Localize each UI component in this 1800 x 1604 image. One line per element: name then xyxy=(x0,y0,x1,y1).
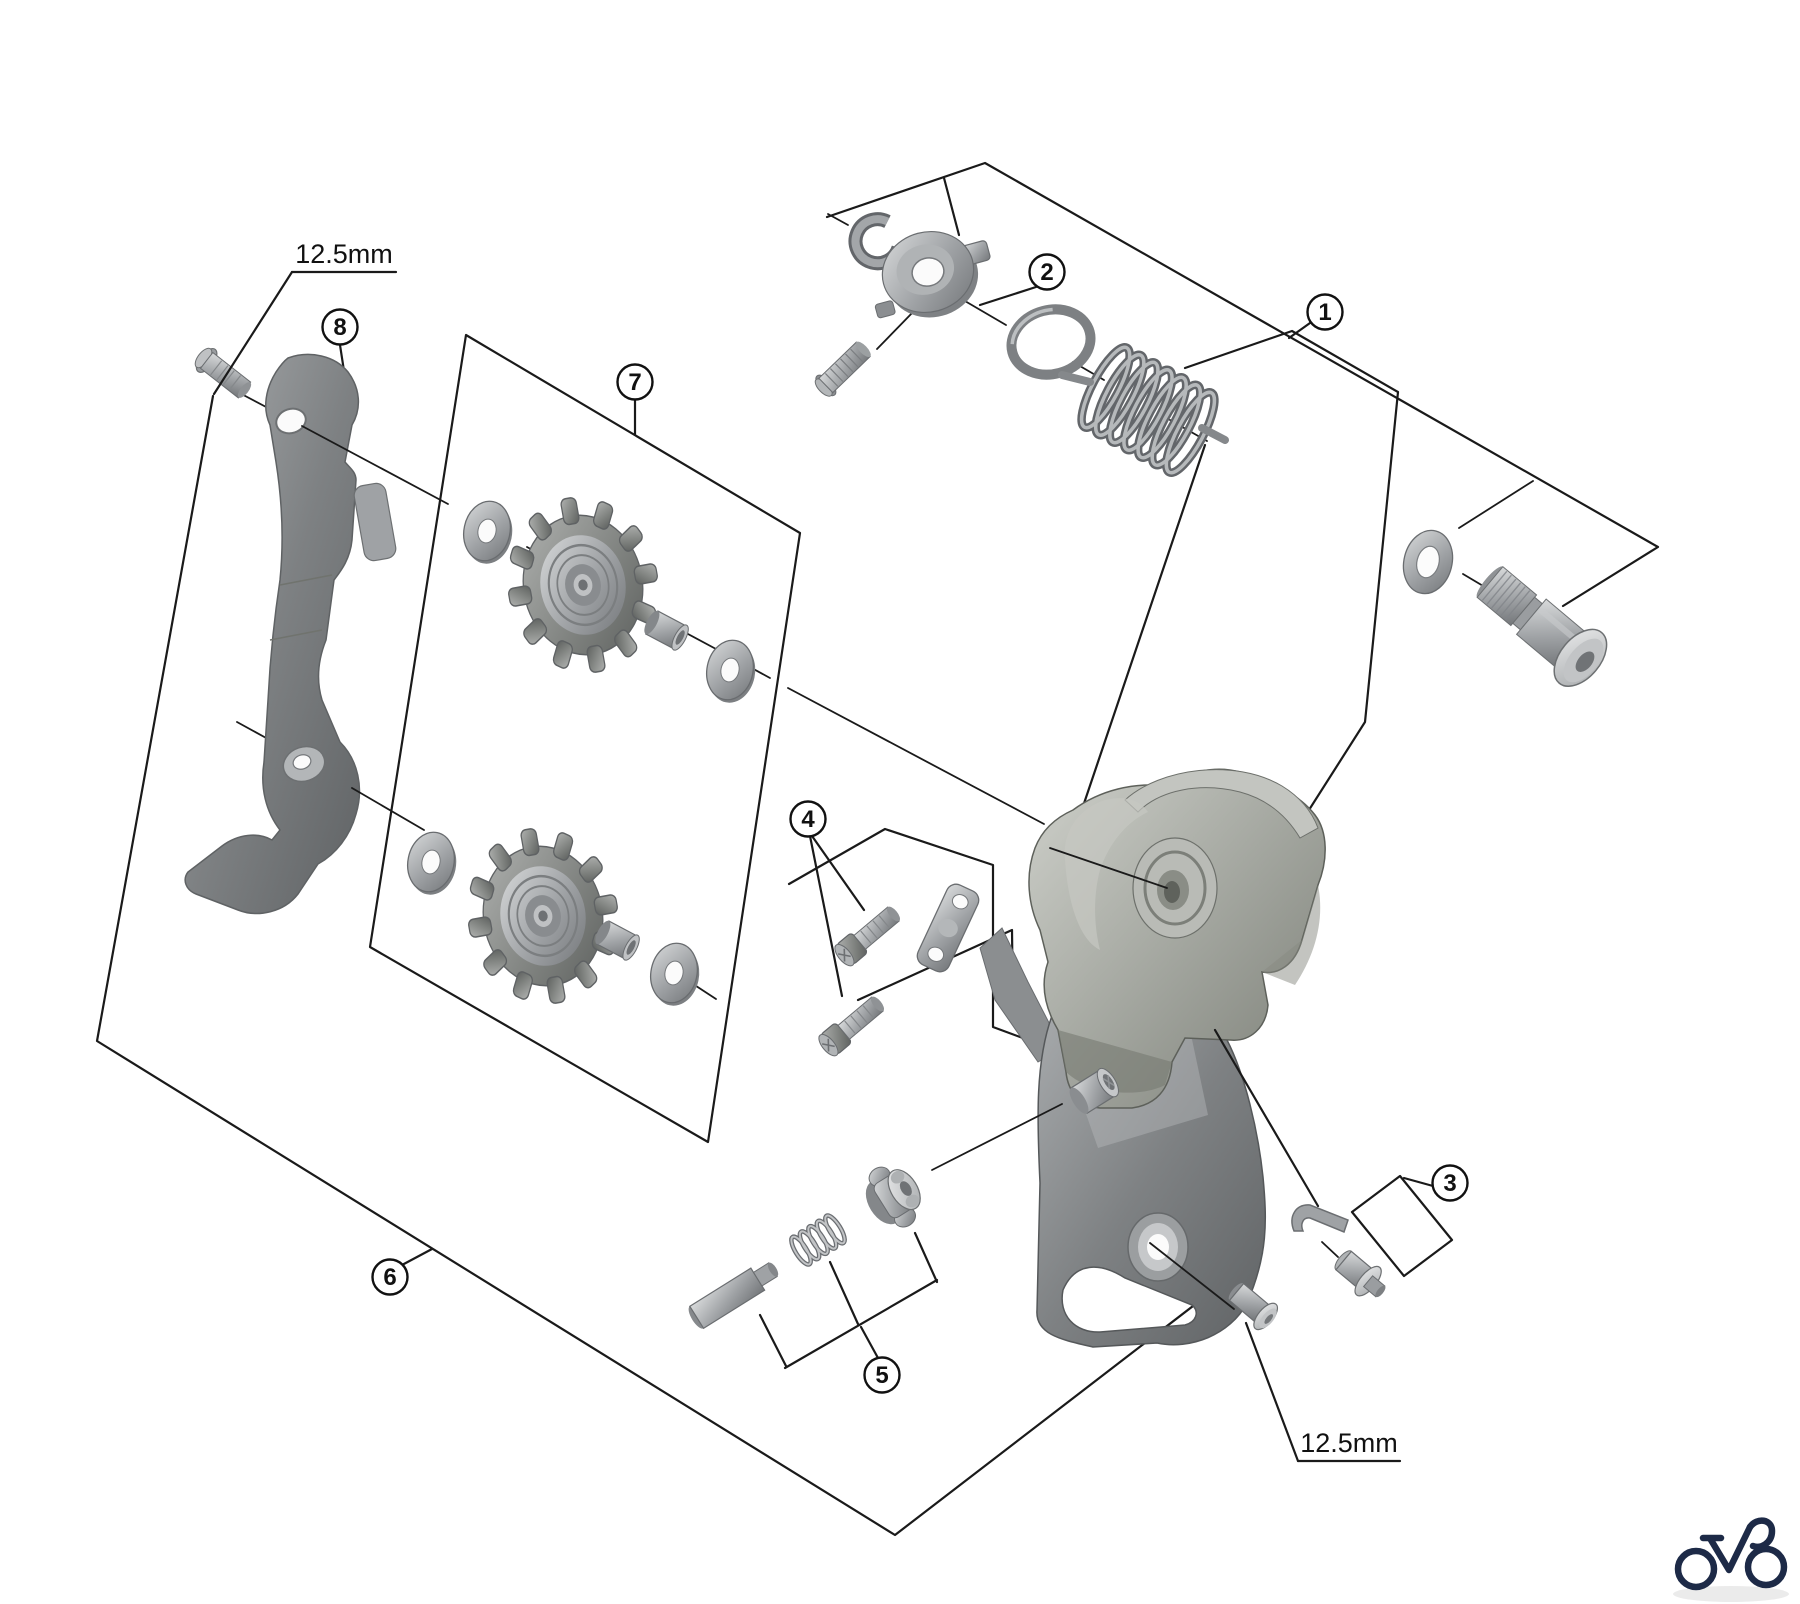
dimension-text: 12.5mm xyxy=(1300,1428,1398,1458)
callout-2: 2 xyxy=(1028,253,1066,291)
logo-frame xyxy=(1707,1523,1754,1574)
inner-cage-plate xyxy=(184,353,397,915)
pulley-bushing-lower xyxy=(595,920,640,961)
callout3-leader xyxy=(1402,1176,1435,1188)
group7-box xyxy=(368,333,802,1144)
logo-handlebar xyxy=(1746,1517,1776,1550)
pulley-washer xyxy=(644,938,706,1011)
cage-pivot-bushing xyxy=(1069,1067,1119,1115)
callout-7: 7 xyxy=(616,363,654,401)
callout-number: 6 xyxy=(383,1264,396,1291)
callout5-leader xyxy=(859,1325,880,1360)
group12-bracket xyxy=(1183,329,1400,925)
dimension-label-bottom-right: 12.5mm xyxy=(1244,1321,1402,1463)
b-tension-spring xyxy=(789,1213,847,1267)
camplate-leader xyxy=(942,176,961,237)
group5-leader-c xyxy=(913,1231,939,1284)
callout-6: 6 xyxy=(371,1258,409,1296)
cable-fixing-group xyxy=(814,883,980,1060)
o-ring xyxy=(1006,304,1096,380)
callout-number: 8 xyxy=(333,314,346,341)
inner-link-arm xyxy=(979,927,1063,1063)
callout2-leader xyxy=(978,285,1038,307)
dimension-label-top-left: 12.5mm xyxy=(212,239,398,396)
tension-group xyxy=(814,212,1229,477)
cable-guide-hook xyxy=(1291,1204,1349,1233)
b-tension-knob xyxy=(865,1166,921,1228)
mounting-bolt xyxy=(1476,565,1608,687)
group6-box xyxy=(95,394,1264,1537)
callout4-leader-a xyxy=(810,834,866,912)
spring-to-body-line xyxy=(1071,443,1207,838)
cable-fixing-bolt xyxy=(814,990,890,1060)
over-lines xyxy=(301,425,1320,1310)
group5-leader-b xyxy=(828,1260,860,1326)
cable-fixing-bolt xyxy=(830,900,906,970)
callout-number: 4 xyxy=(801,806,815,833)
cage-pivot-bolt xyxy=(1228,1282,1279,1331)
callout-number: 3 xyxy=(1443,1170,1456,1197)
logo-rear-wheel xyxy=(1674,1547,1718,1591)
bicycle-logo xyxy=(1673,1517,1789,1602)
group12-box xyxy=(825,161,1660,608)
plate-fixing-bolt xyxy=(194,347,252,399)
dimension-leader xyxy=(212,270,294,396)
stroke-adjust-bolt xyxy=(814,341,871,397)
callout6-leader xyxy=(400,1247,434,1267)
dimension-text: 12.5mm xyxy=(295,239,393,269)
body-top-strap xyxy=(1124,769,1319,839)
b-tension-group xyxy=(688,1166,921,1330)
cable-guide-group xyxy=(1291,1204,1386,1298)
callout-number: 1 xyxy=(1318,299,1331,326)
callout-5: 5 xyxy=(863,1356,901,1394)
group5-leader-a xyxy=(758,1313,788,1368)
tension-spring xyxy=(1058,343,1229,477)
axis-lines xyxy=(231,213,1534,1258)
pulley-group xyxy=(401,484,762,1017)
callout-number: 7 xyxy=(628,369,641,396)
dimension-leader xyxy=(1244,1321,1300,1463)
callout-1: 1 xyxy=(1306,293,1344,331)
callout-8: 8 xyxy=(321,308,359,346)
cam-plate xyxy=(874,230,991,319)
pulley-bushing-upper xyxy=(644,610,689,651)
logo-front-wheel xyxy=(1744,1545,1788,1589)
callout-4: 4 xyxy=(789,800,827,838)
callout-number: 5 xyxy=(875,1362,888,1389)
group4-bracket-a xyxy=(787,827,1060,1053)
main-body xyxy=(1028,768,1326,1109)
plate-side-tab xyxy=(353,482,397,562)
guide-bolt xyxy=(1334,1250,1386,1298)
callout1-leader xyxy=(1287,321,1312,340)
callout4-leader-b xyxy=(808,834,844,998)
upper-jockey-wheel xyxy=(492,484,674,686)
body-to-hook-leader xyxy=(1213,1028,1320,1208)
callout-number: 2 xyxy=(1040,259,1053,286)
mounting-washer xyxy=(1402,529,1454,595)
callout-3: 3 xyxy=(1431,1164,1469,1202)
cable-fixing-plate xyxy=(916,883,980,973)
pulley-washer xyxy=(457,496,519,569)
mounting-group xyxy=(1402,529,1608,687)
callouts: 1 2 3 4 5 6 7 8 xyxy=(321,253,1469,1394)
logo-shadow xyxy=(1673,1586,1789,1602)
pulley-washer xyxy=(401,827,463,900)
b-tension-bolt xyxy=(688,1262,779,1330)
lower-jockey-wheel xyxy=(452,815,634,1017)
group3-bracket xyxy=(1350,1174,1454,1278)
group5-bracket xyxy=(783,1278,939,1370)
